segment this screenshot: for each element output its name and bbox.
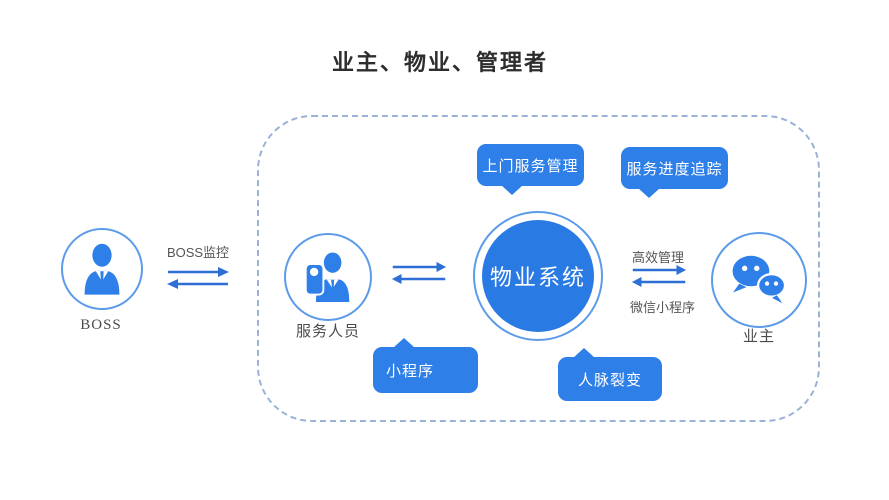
system-label: 物业系统 (489, 265, 586, 290)
link-boss-staff-label: BOSS监控 (166, 245, 230, 260)
bubble-tail-down (501, 185, 523, 195)
staff-avatar-circle (284, 233, 372, 321)
system-circle: 物业系统 (482, 220, 594, 332)
link-system-owner-label-top: 高效管理 (631, 250, 684, 265)
double-arrow-icon (391, 262, 447, 284)
page-title: 业主、物业、管理者 (331, 50, 548, 75)
bubble-label: 小程序 (386, 362, 435, 380)
double-arrow-icon (631, 265, 687, 287)
bubble-mini-program: 小程序 (373, 338, 478, 393)
bubble-service-progress-tracking: 服务进度追踪 (621, 147, 728, 198)
double-arrow-icon (167, 267, 229, 289)
bubble-label: 人脉裂变 (577, 371, 642, 389)
boss-avatar-circle (61, 228, 143, 310)
bubble-tail-down (638, 188, 660, 198)
owner-avatar-circle (711, 232, 807, 328)
link-system-owner-label-bottom: 微信小程序 (629, 300, 695, 315)
wechat-icon (732, 255, 787, 304)
service-staff-icon (304, 252, 350, 302)
boss-label: BOSS (80, 317, 122, 333)
bubble-network-fission: 人脉裂变 (558, 348, 662, 401)
businessman-icon (84, 243, 120, 295)
system-outer-ring (473, 211, 603, 341)
bubble-door-service-management: 上门服务管理 (477, 144, 584, 195)
owner-label: 业主 (742, 329, 775, 345)
system-boundary (257, 115, 820, 422)
bubble-tail-up (393, 338, 415, 348)
staff-label: 服务人员 (295, 324, 360, 340)
bubble-label: 上门服务管理 (482, 157, 579, 175)
bubble-tail-up (573, 348, 595, 358)
bubble-label: 服务进度追踪 (626, 160, 723, 178)
